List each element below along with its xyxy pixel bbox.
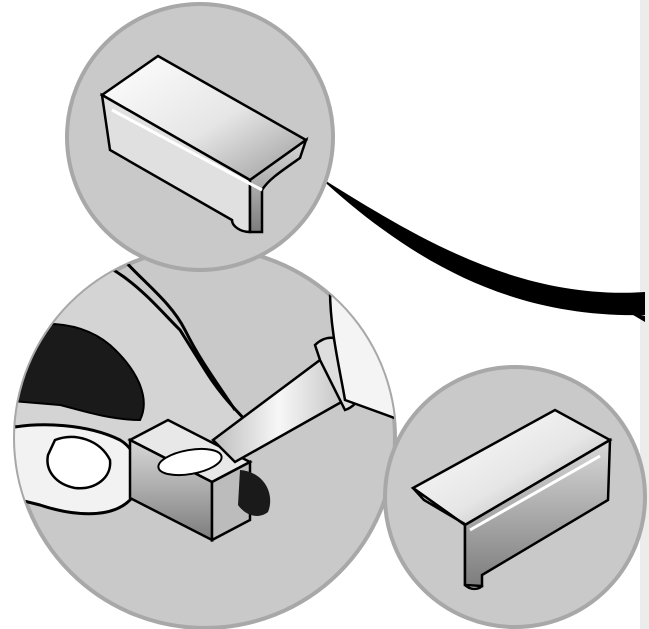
step-clip-part-detail — [67, 4, 333, 270]
leader-wedge — [318, 176, 645, 315]
step-apply-glue — [0, 248, 410, 628]
step-clip-part-result — [385, 367, 645, 627]
